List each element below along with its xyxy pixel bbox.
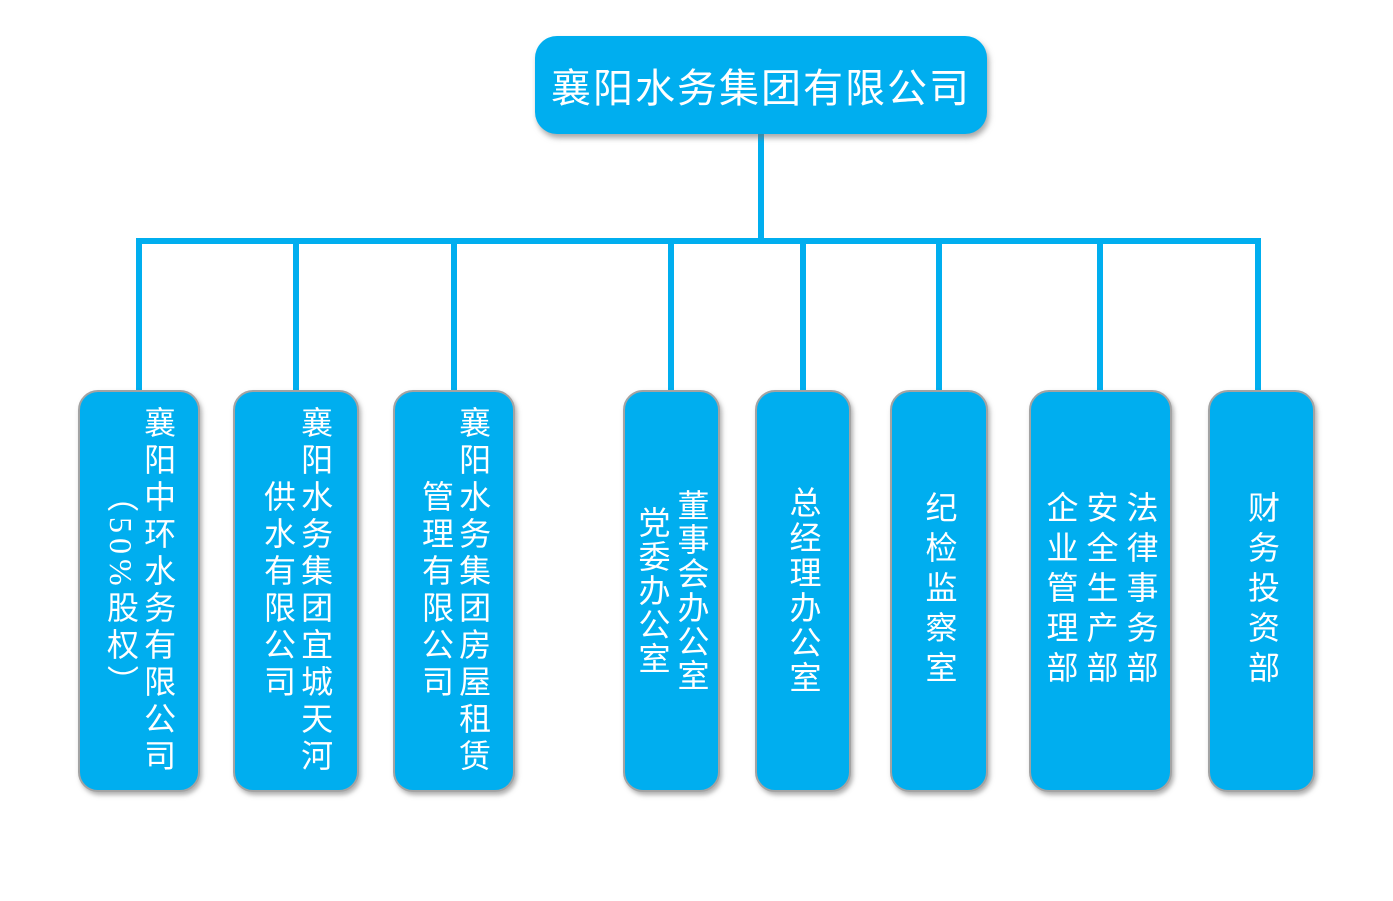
org-node-label: 纪检监察室 <box>921 491 958 691</box>
org-node-label: 财务投资部 <box>1244 491 1281 691</box>
org-node-label: 襄阳水务集团宜城天河 供水有限公司 <box>260 406 334 776</box>
connector-drop-6 <box>936 240 942 390</box>
org-node-housing-leasing-management: 襄阳水务集团房屋租赁 管理有限公司 <box>393 390 515 792</box>
connector-horizontal-bar <box>136 238 1261 244</box>
org-node-label: 董事会办公室 党委办公室 <box>634 489 710 693</box>
connector-drop-1 <box>136 240 142 390</box>
connector-root-stem <box>758 132 764 240</box>
org-node-label: 法律事务部 安全生产部 企业管理部 <box>1042 491 1159 691</box>
connector-drop-2 <box>293 240 299 390</box>
org-node-root: 襄阳水务集团有限公司 <box>535 36 987 134</box>
org-node-label: 襄阳中环水务有限公司 （50%股权） <box>103 406 177 776</box>
org-node-board-party-office: 董事会办公室 党委办公室 <box>623 390 720 792</box>
org-node-zhonghuan-water: 襄阳中环水务有限公司 （50%股权） <box>78 390 200 792</box>
org-node-yicheng-tianhe-water-supply: 襄阳水务集团宜城天河 供水有限公司 <box>233 390 359 792</box>
org-node-discipline-inspection-office: 纪检监察室 <box>890 390 988 792</box>
org-node-label: 总经理办公室 <box>785 486 822 696</box>
org-node-legal-safety-enterprise-depts: 法律事务部 安全生产部 企业管理部 <box>1029 390 1172 792</box>
connector-drop-5 <box>800 240 806 390</box>
connector-drop-8 <box>1255 240 1261 390</box>
org-node-root-label: 襄阳水务集团有限公司 <box>551 66 971 111</box>
connector-drop-4 <box>668 240 674 390</box>
org-node-label: 襄阳水务集团房屋租赁 管理有限公司 <box>418 406 492 776</box>
connector-drop-3 <box>451 240 457 390</box>
org-node-finance-investment-dept: 财务投资部 <box>1208 390 1315 792</box>
connector-drop-7 <box>1097 240 1103 390</box>
org-node-general-manager-office: 总经理办公室 <box>755 390 851 792</box>
